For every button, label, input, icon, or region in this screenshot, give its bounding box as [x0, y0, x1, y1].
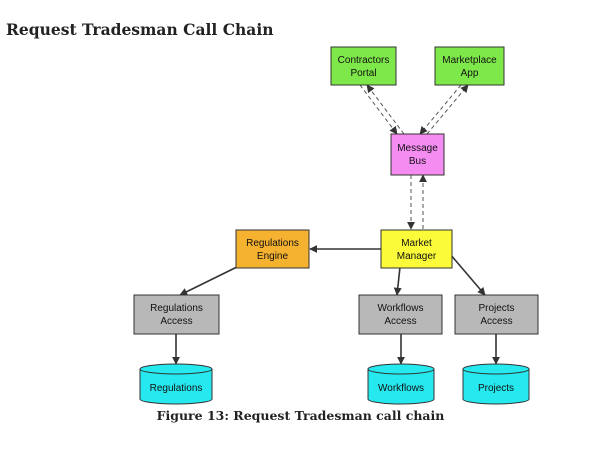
projects-db-cylinder: Projects — [462, 363, 530, 405]
regulations-db-label: Regulations — [150, 383, 203, 394]
market-manager-label-2: Manager — [397, 251, 437, 262]
contractors-portal-label-2: Portal — [350, 68, 376, 79]
regulations-access-label-1: Regulations — [150, 303, 203, 314]
regulations-access-box: Regulations Access — [133, 294, 220, 335]
dashed-arrow-portal-to-bus — [359, 84, 398, 135]
projects-access-label-2: Access — [480, 316, 512, 327]
arrow-engine-to-regulations-access — [179, 263, 244, 296]
workflows-db-label: Workflows — [378, 383, 424, 394]
workflows-db-cylinder: Workflows — [367, 363, 435, 405]
message-bus-label-1: Message — [397, 143, 438, 154]
regulations-access-label-2: Access — [160, 316, 192, 327]
workflows-access-box: Workflows Access — [358, 294, 443, 335]
projects-db-label: Projects — [478, 383, 514, 394]
dashed-connectors — [359, 84, 469, 230]
projects-access-label-1: Projects — [478, 303, 514, 314]
message-bus-label-2: Bus — [409, 156, 426, 167]
workflows-access-label-2: Access — [384, 316, 416, 327]
regulations-engine-box: Regulations Engine — [235, 229, 310, 269]
solid-connectors — [172, 245, 500, 365]
regulations-engine-label-2: Engine — [257, 251, 289, 262]
market-manager-label-1: Market — [401, 238, 432, 249]
market-manager-box: Market Manager — [380, 229, 453, 269]
projects-access-box: Projects Access — [454, 294, 539, 335]
marketplace-app-label-2: App — [461, 68, 479, 79]
contractors-portal-box: Contractors Portal — [330, 46, 397, 86]
arrow-manager-to-workflows-access — [393, 266, 402, 296]
arrow-manager-to-projects-access — [449, 253, 486, 296]
page-title: Request Tradesman Call Chain — [6, 20, 274, 39]
regulations-db-cylinder: Regulations — [139, 363, 213, 405]
regulations-engine-label-1: Regulations — [246, 238, 299, 249]
message-bus-box: Message Bus — [390, 133, 445, 176]
dashed-arrow-app-to-bus — [419, 84, 462, 135]
figure-caption: Figure 13: Request Tradesman call chain — [156, 408, 445, 423]
dashed-arrow-bus-to-app — [426, 84, 469, 135]
workflows-access-label-1: Workflows — [378, 303, 424, 314]
dashed-arrow-bus-to-portal — [366, 84, 405, 135]
marketplace-app-box: Marketplace App — [434, 46, 505, 86]
marketplace-app-label-1: Marketplace — [442, 55, 497, 66]
contractors-portal-label-1: Contractors — [338, 55, 390, 66]
